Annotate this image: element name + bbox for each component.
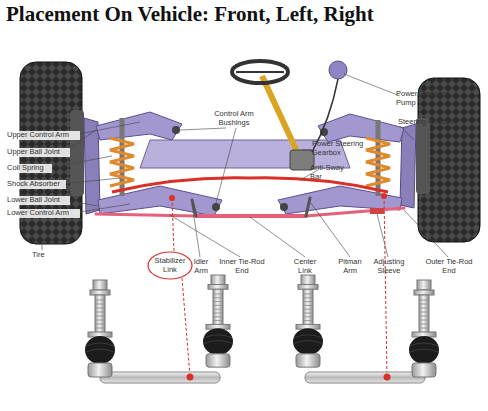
- part-label: Upper Control Arm: [6, 131, 80, 140]
- highlight-circle: Stabilizer Link: [148, 252, 192, 279]
- bushing: [172, 126, 328, 211]
- part-label: Control Arm Bushings: [208, 110, 260, 127]
- pointer-line: [172, 196, 387, 376]
- part-label: Adjusting Sleeve: [368, 258, 410, 275]
- part-label: Steering Knuckle: [398, 118, 468, 127]
- part-label: Inner Tie-Rod End: [214, 258, 270, 275]
- part-label: Center Link: [290, 258, 320, 275]
- link-mark: [169, 195, 175, 201]
- part-label: Lower Ball Joint: [6, 196, 70, 205]
- page-title: Placement On Vehicle: Front, Left, Right: [6, 2, 374, 27]
- part-label: Power Steering Pump: [396, 90, 456, 107]
- link-mark: [381, 193, 387, 199]
- part-label: Idler Arm: [190, 258, 212, 275]
- part-label: Upper Ball Joint: [6, 148, 70, 157]
- control-arm: [96, 112, 404, 216]
- part-label: Stabilizer Link: [148, 252, 192, 274]
- stabilizer-link-product: [85, 275, 439, 383]
- part-label: Lower Control Arm: [6, 209, 80, 218]
- part-label: Shock Absorber: [6, 180, 66, 189]
- circle-outline: [148, 252, 192, 279]
- part-label: Pitman Arm: [334, 258, 366, 275]
- steering-linkage: [96, 198, 404, 216]
- coil-spring: [110, 118, 390, 196]
- part-label: Coil Spring: [6, 164, 52, 173]
- anti-sway-bar: [112, 178, 388, 192]
- part-label: Tire: [32, 251, 56, 260]
- part-label: Anti-Sway Bar: [310, 164, 348, 181]
- leader-line: [42, 74, 448, 257]
- part-label: Power Steering Gearbox: [312, 140, 368, 157]
- tire: [20, 62, 480, 244]
- part-label: Outer Tie-Rod End: [418, 258, 480, 275]
